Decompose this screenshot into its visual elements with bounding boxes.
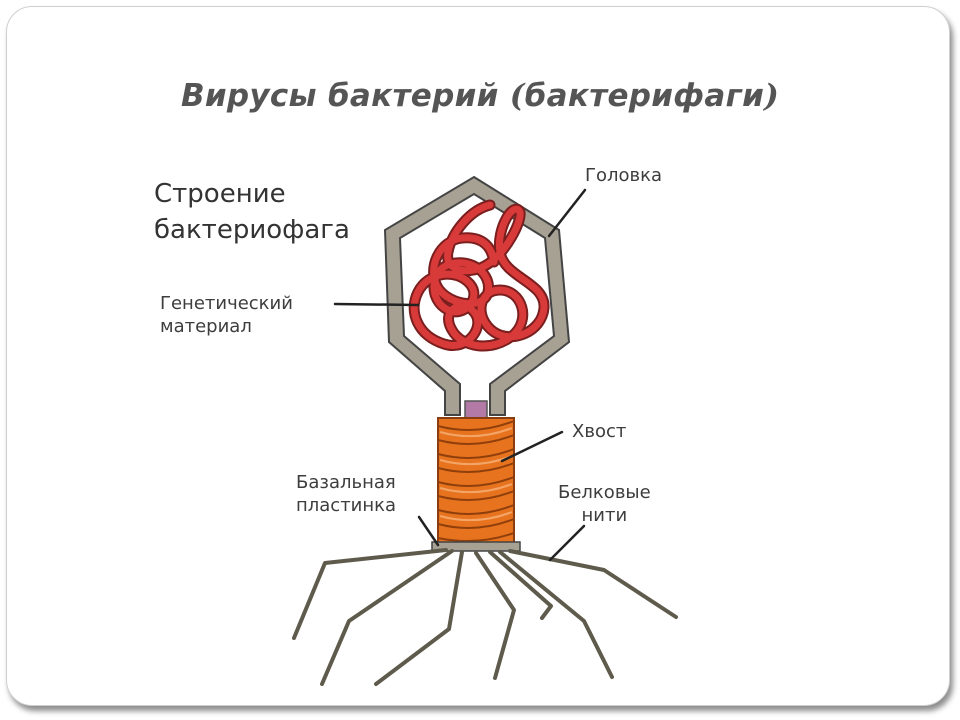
label-fibers-line-1: Белковые [558, 482, 651, 503]
slide-title: Вирусы бактерий (бактерифаги) [0, 78, 960, 114]
leader-line-genetic [333, 302, 420, 307]
label-genetic-material: Генетический материал [160, 292, 293, 338]
label-fibers-line-2: нити [581, 505, 628, 526]
label-genetic-line-1: Генетический [160, 293, 293, 314]
title-open-paren: ( [509, 78, 525, 114]
label-head: Головка [585, 165, 663, 186]
subtitle-structure: Строение бактериофага [154, 176, 350, 248]
subtitle-line-2: бактериофага [154, 215, 350, 245]
subtitle-line-1: Строение [154, 179, 286, 209]
label-protein-fibers: Белковые нити [558, 481, 651, 527]
slide-frame [6, 6, 950, 706]
title-inner: бактерифаги [524, 78, 765, 114]
label-genetic-line-2: материал [160, 316, 252, 337]
leader-lines [333, 188, 587, 562]
genetic-material-dna [408, 199, 550, 352]
title-main: Вирусы бактерий [180, 78, 510, 114]
leader-line-fibers [548, 524, 586, 562]
label-basal-line-1: Базальная [296, 472, 396, 493]
leader-line-basal [417, 515, 440, 547]
tail-fibers [292, 548, 678, 686]
capsid-head [383, 175, 571, 416]
leader-line-head [547, 188, 587, 238]
title-close-paren: ) [764, 78, 780, 114]
label-basal-line-2: пластинка [296, 495, 397, 516]
label-tail: Хвост [572, 421, 627, 442]
leader-line-tail [500, 430, 564, 463]
label-basal-plate: Базальная пластинка [296, 471, 396, 517]
tail-sheath [437, 417, 515, 545]
